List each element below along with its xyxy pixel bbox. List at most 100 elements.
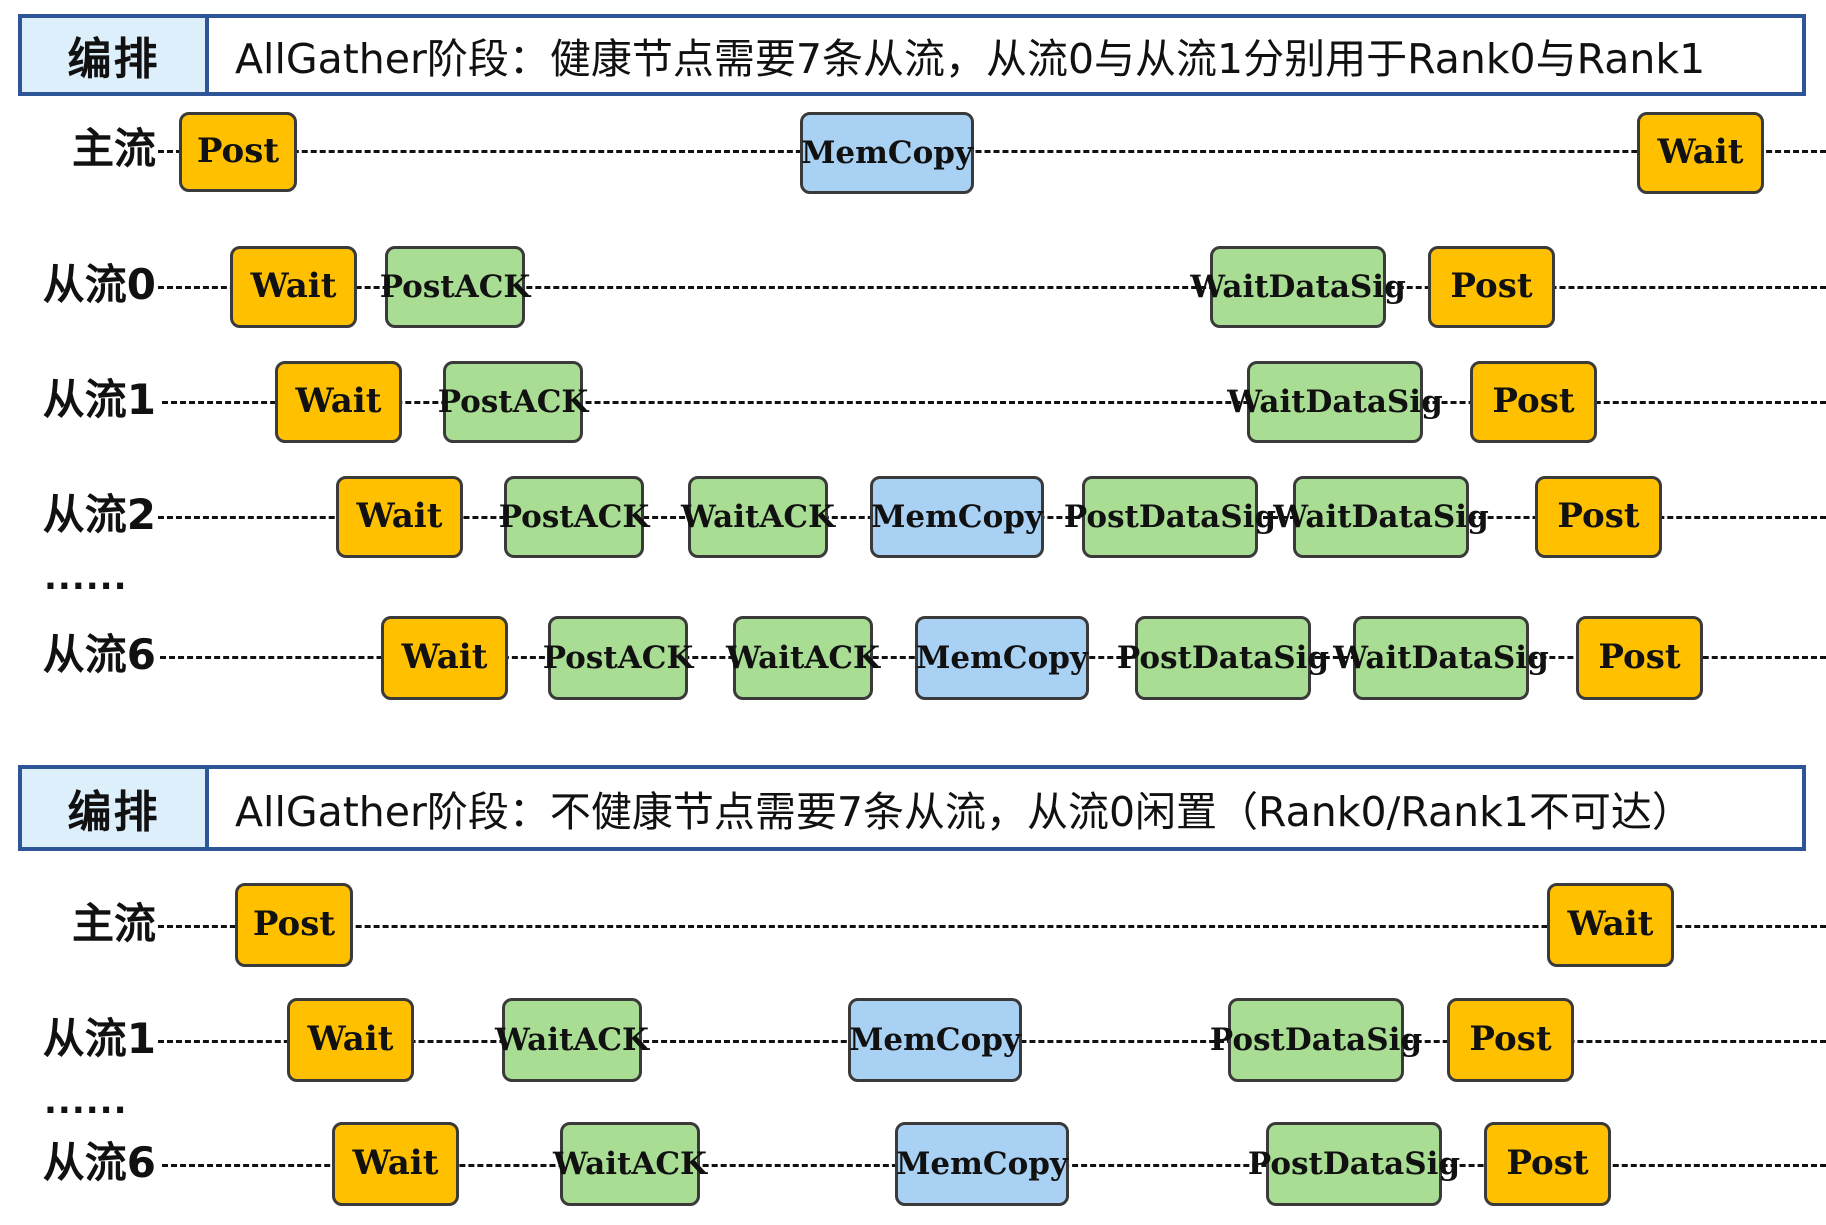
op-line-2: ACK [759,498,835,535]
timeline-line [158,150,1826,153]
op-line-2: ACK [512,383,589,420]
op-line-1: Mem [849,1021,936,1058]
op-post-box: Post [179,112,297,192]
stream-label: 主流 [71,124,156,173]
op-line-1: Wait [553,1145,632,1182]
op-line-1: Wait [726,639,805,676]
op-line-2: Copy [982,1145,1068,1182]
op-line-1: Post [1116,639,1192,676]
op-line-2: Copy [887,134,973,171]
op-line-1: Wait [307,1019,394,1060]
section-2-header: 编排 AllGather阶段：不健康节点需要7条从流，从流0闲置（Rank0/R… [18,765,1806,851]
op-line-1: Mem [801,134,888,171]
op-line-1: Wait [250,266,337,307]
op-line-1: Post [1209,1021,1285,1058]
stream-ellipsis: ...... [44,558,128,598]
op-line-1: Wait [1657,132,1744,173]
op-line-2: Copy [1002,639,1088,676]
op-wait-box: Wait [381,616,508,700]
op-line-2: DataSig [1268,268,1406,305]
op-line-1: Post [1063,498,1139,535]
op-line-1: Post [252,904,336,945]
op-line-1: Post [1492,381,1575,422]
stream-label: 从流6 [42,1138,156,1187]
op-line-2: DataSig [1322,1145,1461,1182]
op-post-box: Post [1576,616,1703,700]
op-line-1: Mem [896,1145,983,1182]
op-line-2: DataSig [1351,498,1489,535]
op-line-2: DataSig [1138,498,1277,535]
op-line-1: Wait [1227,383,1306,420]
op-line-1: Post [1469,1019,1552,1060]
op-line-1: Post [379,268,455,305]
stream-label: 从流6 [42,630,156,679]
op-line-1: Post [498,498,574,535]
op-wait-box: Wait [332,1122,459,1206]
timeline-line [162,401,1826,404]
op-post-box: Post [235,883,353,967]
op-wait-box: Wait [1547,883,1674,967]
stream-label: 从流1 [42,1014,156,1063]
section-1-tag: 编排 [22,18,209,92]
section-1-header: 编排 AllGather阶段：健康节点需要7条从流，从流0与从流1分别用于Ran… [18,14,1806,96]
op-line-1: Post [196,131,280,172]
section-1-description: AllGather阶段：健康节点需要7条从流，从流0与从流1分别用于Rank0与… [235,35,1706,83]
op-wait-box: Wait [1637,112,1764,194]
op-wait-box: Wait [275,361,402,443]
op-line-1: Mem [871,498,958,535]
op-line-2: Copy [957,498,1043,535]
stream-label: 主流 [71,899,156,948]
op-line-2: ACK [631,1145,707,1182]
stream-label: 从流0 [42,260,156,309]
stream-label: 从流2 [42,490,156,539]
op-post-box: Post [1447,998,1574,1082]
op-line-1: Wait [352,1143,439,1184]
op-line-1: Wait [1190,268,1269,305]
op-wait-box: Wait [287,998,414,1082]
op-line-1: Mem [916,639,1003,676]
stream-ellipsis: ...... [44,1082,128,1122]
op-post-box: Post [1470,361,1597,443]
op-line-1: Post [1506,1143,1589,1184]
op-line-1: Wait [356,496,443,537]
stream-label: 从流1 [42,375,156,424]
timeline-line [158,286,1826,289]
op-line-1: Wait [1273,498,1352,535]
op-line-1: Post [437,383,513,420]
op-line-1: Wait [1333,639,1412,676]
op-line-2: ACK [573,1021,649,1058]
op-line-2: ACK [804,639,880,676]
op-line-2: DataSig [1284,1021,1423,1058]
op-wait-box: Wait [336,476,463,558]
op-post-box: Post [1484,1122,1611,1206]
op-wait-box: Wait [230,246,357,328]
op-line-1: Wait [495,1021,574,1058]
op-line-1: Wait [681,498,760,535]
op-post-box: Post [1428,246,1555,328]
op-line-1: Post [1598,637,1681,678]
op-line-1: Wait [401,637,488,678]
op-line-2: DataSig [1411,639,1549,676]
op-line-2: ACK [573,498,650,535]
op-line-2: ACK [617,639,694,676]
op-line-1: Post [542,639,618,676]
op-line-1: Post [1557,496,1640,537]
op-line-2: DataSig [1305,383,1443,420]
op-line-2: ACK [454,268,531,305]
